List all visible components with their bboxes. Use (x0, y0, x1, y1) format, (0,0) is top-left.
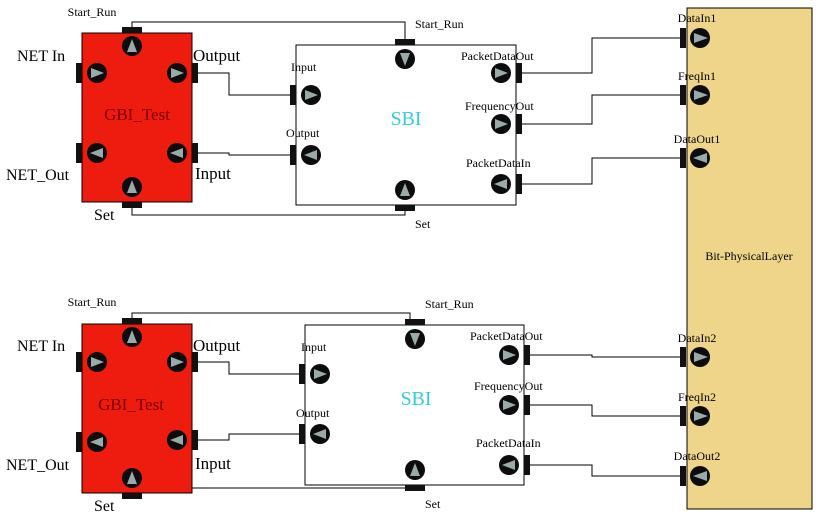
sbi-set-label-lower: Set (425, 497, 441, 511)
phy-port-freqin2-label: FreqIn2 (678, 390, 716, 404)
gbi-input-label-lower: Input (195, 454, 231, 473)
wire-packetdatain-upper (522, 157, 680, 185)
sbi-input-label-upper: Input (291, 60, 317, 74)
sbi-start-run-port-lower[interactable] (405, 319, 425, 349)
sbi-set-label-upper: Set (415, 217, 431, 231)
gbi-set-port-upper[interactable] (122, 177, 142, 208)
gbi-set-port-lower[interactable] (122, 468, 142, 499)
sbi-output-label-lower: Output (296, 406, 330, 420)
gbi-net-out-port-upper[interactable] (76, 143, 107, 163)
wire-start-run-upper (131, 21, 406, 40)
gbi-start-run-port-lower[interactable] (122, 318, 142, 347)
sbi-frequencyout-label-lower: FrequencyOut (474, 379, 543, 393)
sbi-frequencyout-port-upper[interactable] (491, 114, 522, 134)
sbi-output-port-lower[interactable] (299, 424, 330, 444)
gbi-net-out-label-lower: NET_Out (6, 457, 70, 474)
sbi-packetdataout-label-lower: PacketDataOut (470, 329, 543, 343)
wire-start-run-lower (131, 312, 411, 320)
sbi-label-upper: SBI (390, 108, 421, 130)
gbi-net-out-port-lower[interactable] (76, 432, 107, 452)
phy-port-dataout1[interactable] (680, 148, 710, 168)
gbi-input-port-lower[interactable] (167, 430, 198, 450)
sbi-packetdataout-label-upper: PacketDataOut (461, 49, 534, 63)
wire-packetdatain-lower (530, 464, 680, 477)
gbi-net-in-port-lower[interactable] (76, 352, 107, 372)
bit-physical-layer-label: Bit-PhysicalLayer (705, 249, 792, 263)
gbi-input-port-upper[interactable] (167, 143, 198, 163)
sbi-start-run-label-lower: Start_Run (425, 297, 474, 311)
phy-port-freqin1-label: FreqIn1 (678, 69, 716, 83)
gbi-net-out-label-upper: NET_Out (6, 167, 70, 184)
gbi-output-label-lower: Output (193, 336, 241, 355)
wire-packetdataout-upper (522, 37, 680, 74)
wire-set-upper (131, 207, 406, 216)
sbi-block-lower[interactable] (304, 324, 525, 486)
sbi-input-label-lower: Input (301, 340, 327, 354)
sbi-set-port-upper[interactable] (395, 180, 415, 211)
phy-port-freqin2[interactable] (680, 406, 710, 426)
phy-port-dataout2[interactable] (680, 466, 710, 486)
gbi-input-label-upper: Input (195, 164, 231, 183)
wire-output-to-input-lower (198, 361, 300, 375)
gbi-output-port-lower[interactable] (167, 352, 198, 372)
sbi-start-run-port-upper[interactable] (395, 39, 415, 69)
sbi-packetdatain-port-lower[interactable] (499, 455, 530, 475)
gbi-start-run-label-upper: Start_Run (68, 5, 117, 19)
wire-packetdataout-lower (530, 354, 680, 358)
gbi-start-run-port-upper[interactable] (122, 27, 142, 56)
gbi-start-run-label-lower: Start_Run (68, 295, 117, 309)
sbi-output-port-upper[interactable] (290, 145, 321, 165)
gbi-net-in-port-upper[interactable] (76, 63, 107, 83)
wire-sbi-output-to-gbi-input-lower (198, 433, 300, 441)
phy-port-datain2-label: DataIn2 (678, 331, 717, 345)
gbi-output-port-upper[interactable] (167, 63, 198, 83)
sbi-packetdatain-label-lower: PacketDataIn (476, 436, 541, 450)
sbi-packetdataout-port-lower[interactable] (499, 345, 530, 365)
phy-port-dataout1-label: DataOut1 (674, 132, 721, 146)
phy-port-datain1[interactable] (680, 28, 710, 48)
sbi-packetdataout-port-upper[interactable] (491, 63, 522, 83)
phy-port-datain2[interactable] (680, 347, 710, 367)
sbi-output-label-upper: Output (286, 126, 320, 140)
gbi-test-label-lower: GBI_Test (98, 395, 164, 414)
gbi-output-label-upper: Output (193, 46, 241, 65)
wire-output-to-input-upper (198, 72, 292, 96)
phy-port-dataout2-label: DataOut2 (674, 449, 721, 463)
gbi-test-label-upper: GBI_Test (104, 105, 170, 124)
sbi-label-lower: SBI (400, 388, 431, 410)
sbi-input-port-upper[interactable] (290, 85, 321, 105)
gbi-net-in-label-upper: NET In (17, 48, 65, 65)
gbi-test-block-lower[interactable] (81, 323, 193, 494)
gbi-set-label-lower: Set (94, 498, 115, 515)
phy-port-datain1-label: DataIn1 (678, 11, 717, 25)
wire-sbi-output-to-gbi-input-upper (198, 152, 292, 156)
sbi-start-run-label-upper: Start_Run (415, 17, 464, 31)
sbi-frequencyout-label-upper: FrequencyOut (465, 99, 534, 113)
wires (131, 21, 680, 496)
sbi-input-port-lower[interactable] (299, 364, 330, 384)
gbi-test-block-upper[interactable] (81, 32, 193, 203)
sbi-packetdatain-label-upper: PacketDataIn (466, 156, 531, 170)
wire-frequencyout-upper (522, 94, 680, 125)
wire-frequencyout-lower (530, 404, 680, 417)
sbi-set-port-lower[interactable] (405, 460, 425, 491)
phy-port-freqin1[interactable] (680, 85, 710, 105)
gbi-net-in-label-lower: NET In (17, 338, 65, 355)
sbi-packetdatain-port-upper[interactable] (491, 174, 522, 194)
gbi-set-label-upper: Set (94, 207, 115, 224)
sbi-frequencyout-port-lower[interactable] (499, 395, 530, 415)
